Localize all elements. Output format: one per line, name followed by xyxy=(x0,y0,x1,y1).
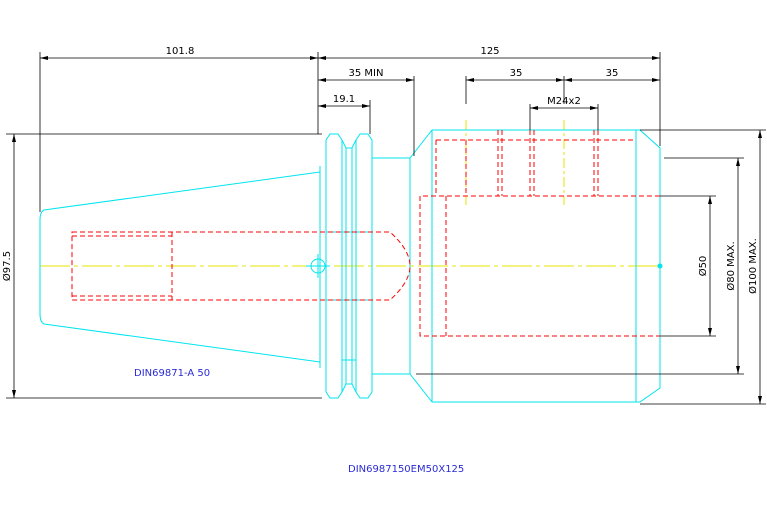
label-125: 125 xyxy=(480,46,499,57)
notes: DIN69871-A 50 DIN6987150EM50X125 xyxy=(134,368,464,475)
label-35-a: 35 xyxy=(510,68,523,79)
label-19-1: 19.1 xyxy=(333,94,355,105)
dimension-labels: 101.8 125 35 MIN 19.1 35 35 M24x2 Ø97.5 … xyxy=(1,46,759,294)
label-dia-97-5: Ø97.5 xyxy=(1,251,13,281)
drawbar-bore xyxy=(71,231,411,301)
note-part-number: DIN6987150EM50X125 xyxy=(348,464,464,475)
label-dia-50: Ø50 xyxy=(697,256,709,277)
label-35-min: 35 MIN xyxy=(349,68,384,79)
label-35-b: 35 xyxy=(606,68,619,79)
note-taper-standard: DIN69871-A 50 xyxy=(134,368,210,379)
taper-shank xyxy=(39,171,321,363)
end-point xyxy=(657,263,663,269)
label-m24x2: M24x2 xyxy=(547,96,581,107)
label-dia-80: Ø80 MAX. xyxy=(725,241,737,290)
center-lines xyxy=(40,120,660,267)
arrowheads xyxy=(12,56,762,404)
label-dia-100: Ø100 MAX. xyxy=(747,238,759,294)
hidden-lines xyxy=(71,130,660,337)
main-bore xyxy=(419,195,660,337)
label-101-8: 101.8 xyxy=(166,46,195,57)
dimension-lines xyxy=(6,52,766,405)
